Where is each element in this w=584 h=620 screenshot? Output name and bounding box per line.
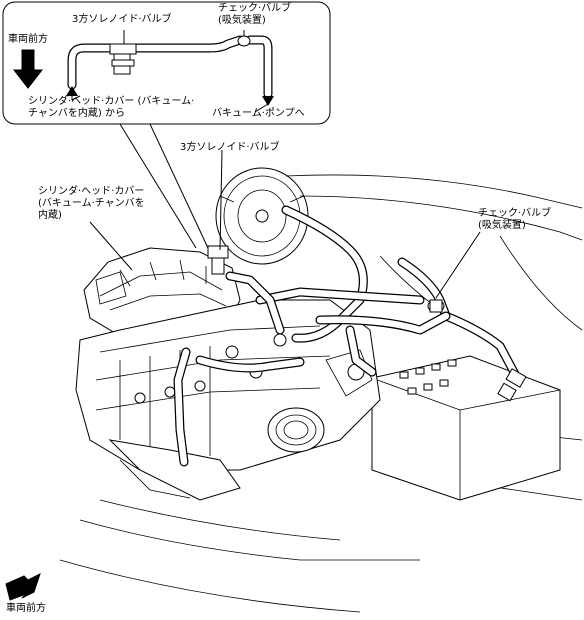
inset-check-valve-label: チェック·バルブ (吸気装置) bbox=[218, 3, 292, 26]
main-solenoid-label: 3方ソレノイド·バルブ bbox=[180, 142, 280, 153]
inset-to-label: バキューム·ポンプへ bbox=[212, 108, 305, 119]
inset-solenoid-valve bbox=[109, 30, 137, 75]
inset-frame bbox=[2, 1, 331, 125]
inset-to-arrow-icon bbox=[262, 96, 274, 106]
inset-solenoid-label: 3方ソレノイド·バルブ bbox=[72, 14, 172, 25]
inset-from-label: シリンダ·ヘッド·カバー (バキューム· チャンバを内蔵) から bbox=[28, 96, 195, 119]
forward-arrow-icon bbox=[12, 49, 44, 89]
battery-box bbox=[371, 355, 561, 501]
hose-end-fittings bbox=[497, 368, 527, 402]
leader-lines bbox=[89, 123, 481, 299]
forward-arrow-small-icon bbox=[5, 573, 41, 601]
inset-forward-label: 車両前方 bbox=[8, 34, 48, 45]
main-forward-label: 車両前方 bbox=[6, 603, 46, 614]
head-cover-label: シリンダ·ヘッド·カバー (バキューム·チャンバを 内蔵) bbox=[38, 186, 145, 221]
vacuum-hoses bbox=[173, 205, 521, 467]
main-solenoid-valve bbox=[207, 245, 229, 275]
inset-hose bbox=[67, 35, 273, 99]
main-check-valve bbox=[427, 299, 445, 313]
inset-check-valve bbox=[237, 30, 251, 47]
inset-from-arrow-icon bbox=[66, 86, 78, 96]
main-check-valve-label: チェック·バルブ (吸気装置) bbox=[478, 208, 552, 231]
